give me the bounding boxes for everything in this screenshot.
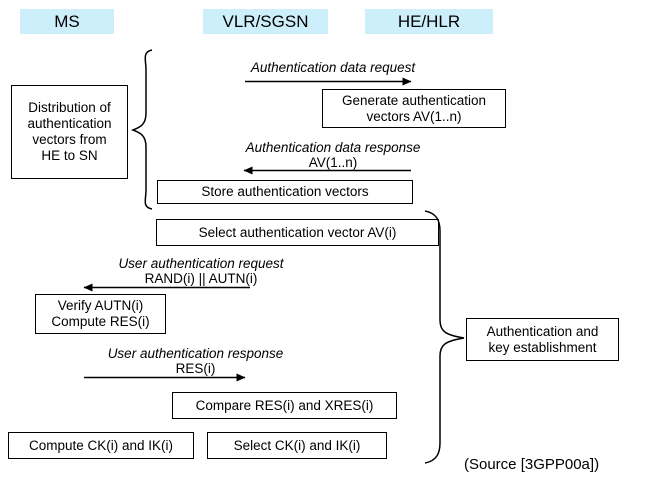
verify-line-1: Verify AUTN(i) <box>57 298 144 313</box>
action-box-select-av: Select authentication vector AV(i) <box>156 219 439 246</box>
action-box-verify-autn: Verify AUTN(i) Compute RES(i) <box>35 294 166 334</box>
auth-key-line-2: key establishment <box>488 339 597 355</box>
message-label-auth-data-response: Authentication data response <box>245 140 421 155</box>
verify-line-2: Compute RES(i) <box>51 314 150 329</box>
compare-res-label: Compare RES(i) and XRES(i) <box>195 397 374 413</box>
distribution-line-4: HE to SN <box>41 148 98 163</box>
brace-distribution <box>130 49 153 210</box>
message-payload-auth-data-response: AV(1..n) <box>308 155 358 170</box>
generate-line-1: Generate authentication <box>341 92 487 108</box>
source-note: (Source [3GPP00a]) <box>464 456 600 473</box>
action-box-store-av: Store authentication vectors <box>157 180 413 204</box>
phase-box-authentication: Authentication and key establishment <box>466 318 619 361</box>
distribution-line-2: authentication <box>27 116 112 131</box>
lifeline-header-he-hlr: HE/HLR <box>365 9 493 34</box>
store-av-label: Store authentication vectors <box>201 184 369 199</box>
message-payload-user-auth-response: RES(i) <box>175 361 216 376</box>
select-av-label: Select authentication vector AV(i) <box>198 224 397 240</box>
compute-ck-ik-label: Compute CK(i) and IK(i) <box>28 437 174 453</box>
lifeline-header-vlr-sgsn: VLR/SGSN <box>203 9 328 34</box>
message-payload-user-auth-request: RAND(i) || AUTN(i) <box>144 271 258 286</box>
message-label-user-auth-request: User authentication request <box>118 256 284 271</box>
action-box-compare-res: Compare RES(i) and XRES(i) <box>172 392 397 419</box>
action-box-compute-ck-ik: Compute CK(i) and IK(i) <box>8 432 194 459</box>
action-box-select-ck-ik: Select CK(i) and IK(i) <box>207 432 387 459</box>
distribution-line-3: vectors from <box>32 132 107 147</box>
distribution-line-1: Distribution of <box>28 100 111 115</box>
auth-key-line-1: Authentication and <box>486 323 599 339</box>
generate-line-2: vectors AV(1..n) <box>366 108 462 124</box>
lifeline-header-ms: MS <box>20 9 114 34</box>
phase-box-distribution: Distribution of authentication vectors f… <box>11 85 128 179</box>
message-label-user-auth-response: User authentication response <box>107 346 284 361</box>
select-ck-ik-label: Select CK(i) and IK(i) <box>233 437 361 453</box>
message-label-auth-data-request: Authentication data request <box>250 60 416 75</box>
brace-authentication <box>424 210 465 464</box>
action-box-generate-av: Generate authentication vectors AV(1..n) <box>322 89 506 128</box>
